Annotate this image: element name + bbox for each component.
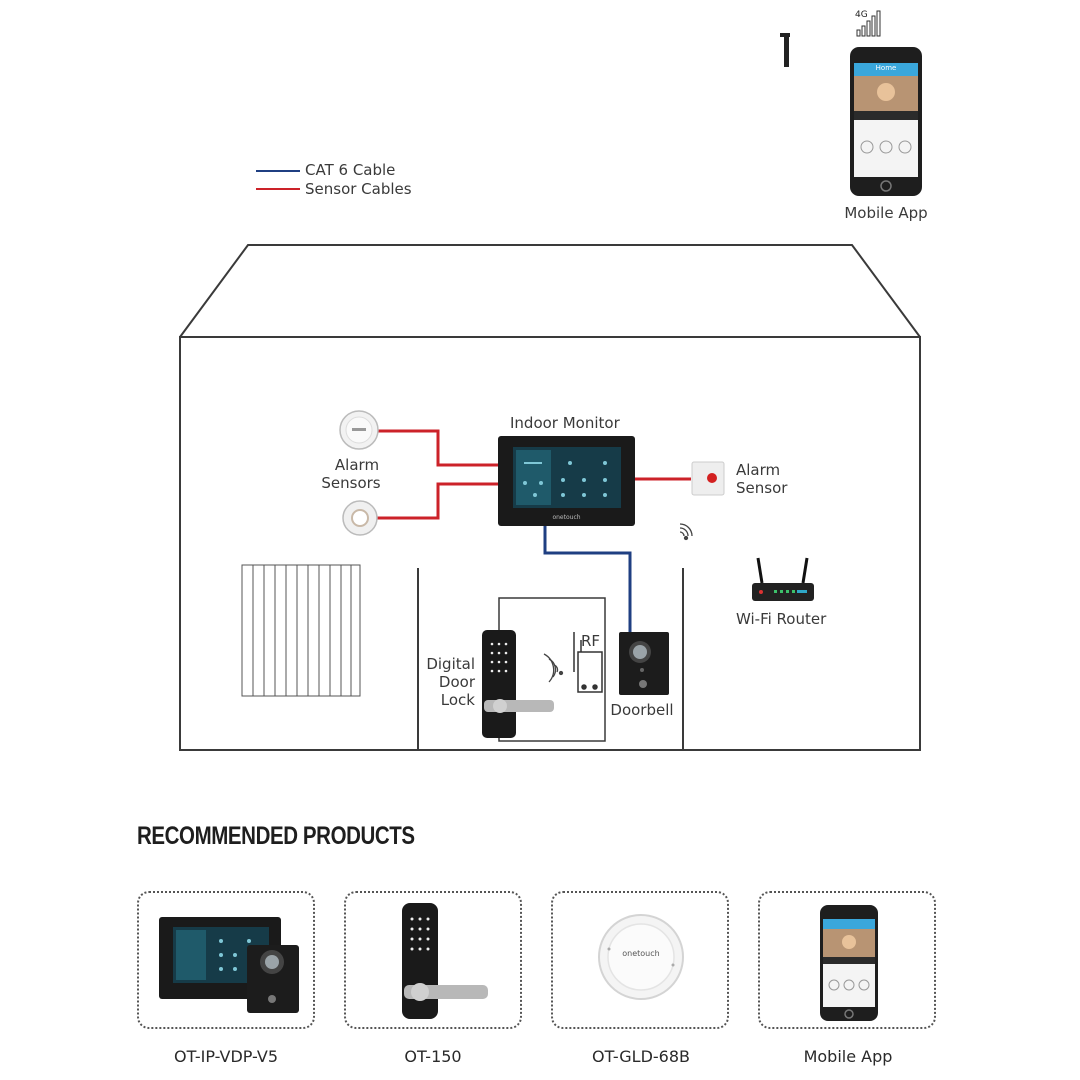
wifi-router-icon (752, 557, 814, 601)
doorbell-label: Doorbell (610, 701, 674, 719)
legend-cat6-label: CAT 6 Cable (305, 161, 396, 179)
door-lock-label-line3: Lock (440, 691, 475, 709)
monitor-brand-mark: onetouch (552, 514, 581, 521)
product-card-gld[interactable]: onetouch (551, 891, 729, 1029)
motion-sensor-icon (342, 500, 378, 536)
legend-cat6-swatch (256, 170, 300, 172)
alarm-sensor-label-line1: Alarm (736, 461, 781, 479)
product-card-vdp[interactable] (137, 891, 315, 1029)
sensor-cables (375, 429, 691, 520)
alarm-sensor-label-line2: Sensor (736, 479, 788, 497)
network-label: 4G (855, 10, 868, 20)
rf-receiver-icon (573, 632, 603, 693)
rf-signal-icon (543, 653, 564, 683)
product-name-mobile-app: Mobile App (803, 1047, 893, 1066)
mobile-app-label: Mobile App (844, 204, 928, 222)
mobile-phone-icon (850, 47, 922, 196)
product-name-vdp: OT-IP-VDP-V5 (173, 1047, 279, 1066)
legend-sensor-swatch (256, 188, 300, 190)
door-lock-label-line1: Digital (426, 655, 475, 673)
door-lock-label-line2: Door (438, 673, 475, 691)
product-name-gld: OT-GLD-68B (592, 1047, 690, 1066)
cat6-cables (543, 525, 632, 632)
indoor-monitor-label: Indoor Monitor (510, 414, 620, 432)
door-lock-product-image (402, 903, 488, 1019)
window-blinds-icon (241, 564, 361, 697)
doorbell-icon (619, 632, 669, 695)
wireless-signal-icon (679, 523, 693, 541)
installation-diagram (179, 10, 922, 751)
legend-sensor-label: Sensor Cables (305, 180, 412, 198)
video-door-phone-kit-image (159, 917, 299, 1013)
rf-label: RF (581, 632, 601, 650)
detector-brand-mark: onetouch (622, 949, 660, 958)
signal-bars-icon (856, 10, 881, 37)
recommended-heading: RECOMMENDED PRODUCTS (137, 822, 415, 850)
indoor-monitor-icon (498, 436, 635, 526)
smoke-detector-product-image (598, 914, 684, 1000)
mobile-app-product-image (820, 905, 878, 1021)
cell-tower-icon (780, 33, 790, 67)
product-card-ot150[interactable] (344, 891, 522, 1029)
product-name-ot150: OT-150 (404, 1047, 462, 1066)
alarm-sensors-label-line1: Alarm (334, 456, 380, 474)
phone-screen-title: Home (875, 64, 897, 72)
panic-button-icon (691, 461, 725, 496)
wifi-router-label: Wi-Fi Router (736, 610, 827, 628)
product-card-mobile-app[interactable] (758, 891, 936, 1029)
smoke-detector-icon (339, 410, 379, 450)
digital-door-lock-icon (482, 630, 554, 738)
alarm-sensors-label-line2: Sensors (321, 474, 381, 492)
